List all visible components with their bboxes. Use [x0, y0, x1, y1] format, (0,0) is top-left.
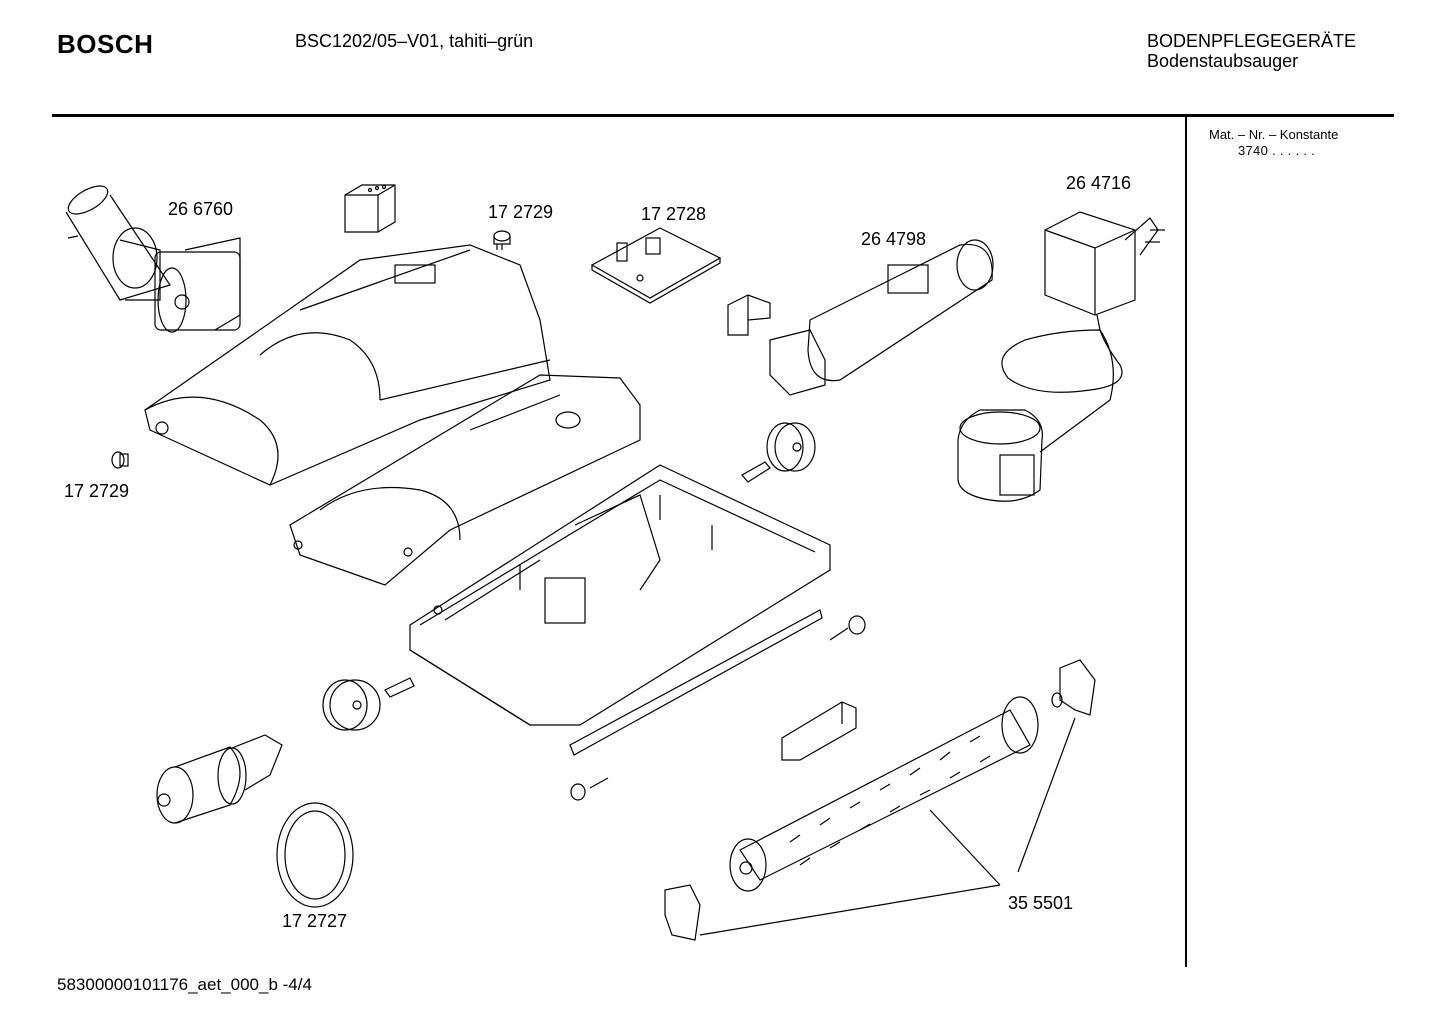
part-label-266760: 26 6760: [168, 199, 234, 219]
nozzle-neck-part[interactable]: [64, 180, 241, 333]
drive-belt-part[interactable]: [276, 802, 354, 908]
header-divider: [52, 114, 1394, 117]
circuit-board-part[interactable]: [590, 227, 722, 304]
mat-nr-label: Mat. – Nr. – Konstante: [1209, 127, 1339, 142]
category-title: BODENPFLEGEGERÄTE: [1147, 31, 1357, 51]
clip-bracket-part[interactable]: [727, 294, 771, 336]
part-label-172729-top: 17 2729: [488, 202, 554, 222]
small-cartridge-part[interactable]: [344, 184, 396, 233]
mat-nr-value: 3740 . . . . . .: [1238, 143, 1316, 158]
sidebar-divider: [1185, 117, 1187, 967]
screw-left-part[interactable]: [111, 451, 129, 469]
brush-roll-part[interactable]: [664, 659, 1096, 941]
pin-right-part[interactable]: [829, 615, 866, 641]
wheel-right-part[interactable]: [741, 422, 816, 483]
nozzle-top-cover[interactable]: [144, 244, 551, 486]
motor-part[interactable]: [156, 734, 283, 824]
document-id: 58300000101176_aet_000_b -4/4: [57, 975, 312, 994]
nozzle-mid-frame[interactable]: [289, 374, 641, 586]
model-number: BSC1202/05–V01, tahiti–grün: [295, 31, 534, 51]
base-housing-part[interactable]: [409, 464, 831, 726]
battery-pack-part[interactable]: [769, 239, 994, 396]
part-label-172728: 17 2728: [641, 204, 707, 224]
part-label-264798: 26 4798: [861, 229, 927, 249]
part-label-172729-left: 17 2729: [64, 481, 130, 501]
pin-bottom-part[interactable]: [570, 777, 609, 801]
brush-bracket-part[interactable]: [781, 701, 857, 761]
rail-strip-part[interactable]: [569, 609, 823, 756]
part-label-355501: 35 5501: [1008, 893, 1074, 913]
charger-part[interactable]: [957, 211, 1165, 502]
brand-logo: BOSCH: [57, 29, 154, 59]
part-label-172727: 17 2727: [282, 911, 348, 931]
screw-top-part[interactable]: [493, 230, 511, 250]
wheel-left-part[interactable]: [322, 677, 415, 731]
part-label-264716: 26 4716: [1066, 173, 1132, 193]
category-subtitle: Bodenstaubsauger: [1147, 51, 1299, 71]
